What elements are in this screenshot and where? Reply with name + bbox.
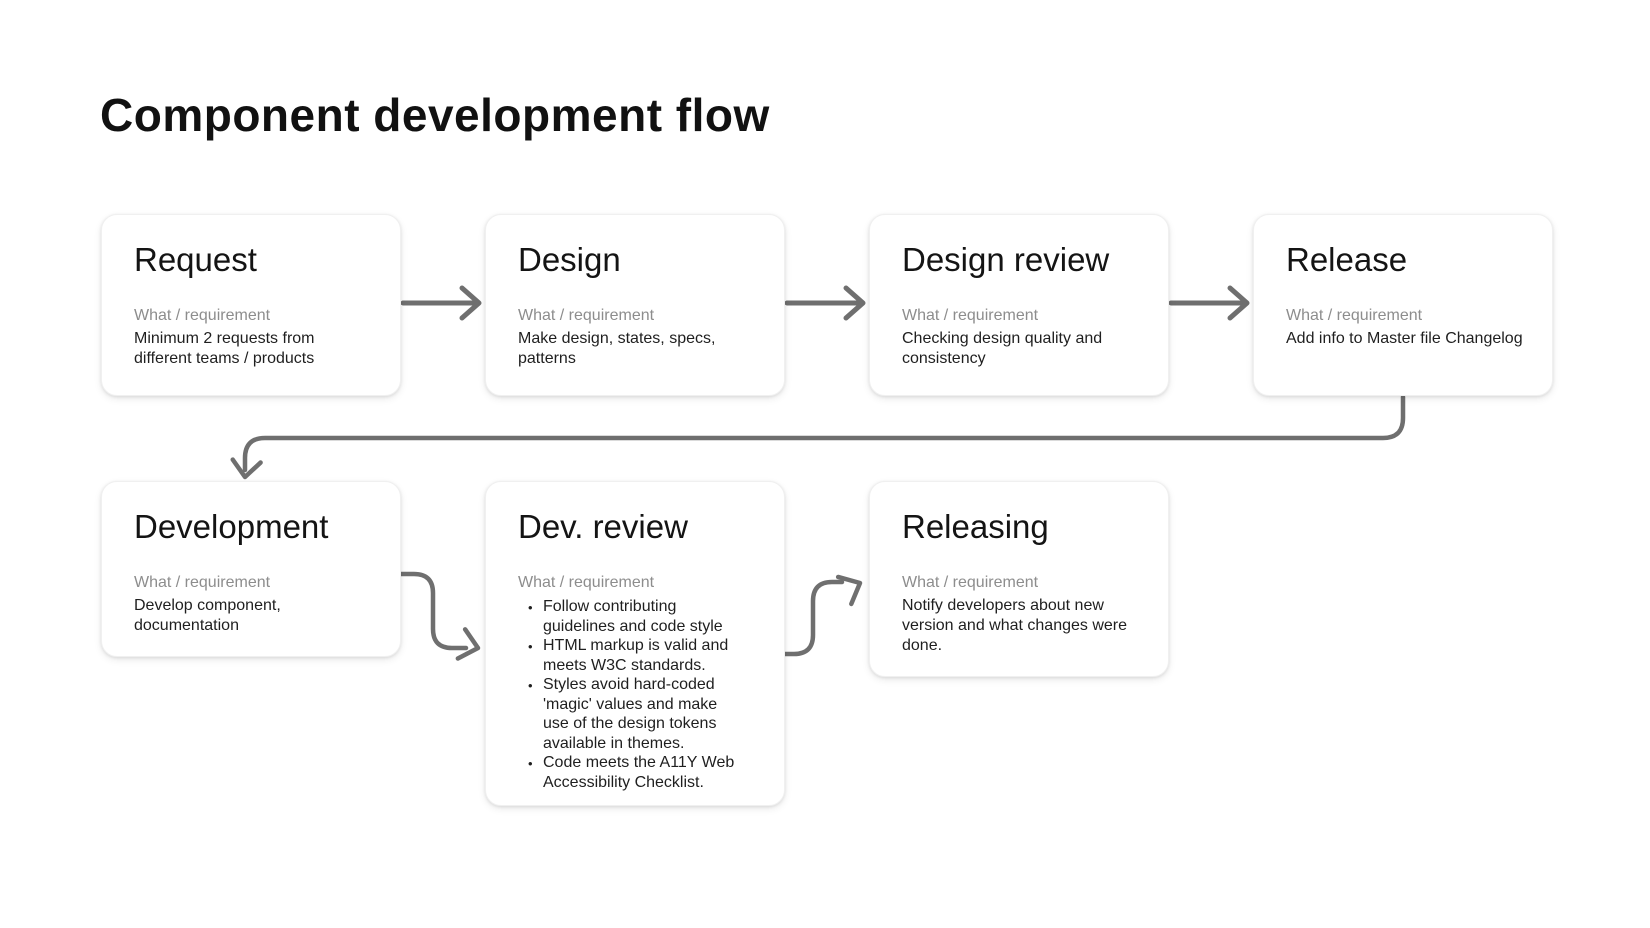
card-design: Design What / requirement Make design, s… [485, 214, 785, 396]
card-releasing: Releasing What / requirement Notify deve… [869, 481, 1169, 677]
card-bullet-list: Follow contributing guidelines and code … [518, 597, 756, 792]
card-body: Make design, states, specs, patterns [518, 330, 716, 367]
card-title: Release [1286, 241, 1408, 278]
card-label: What / requirement [134, 307, 271, 324]
card-label: What / requirement [134, 574, 271, 591]
arrow-release-to-development [230, 394, 1406, 480]
arrow-development-to-dev-review [398, 571, 481, 661]
card-title: Development [134, 508, 329, 545]
card-title: Releasing [902, 508, 1049, 545]
card-design-review: Design review What / requirement Checkin… [869, 214, 1169, 396]
card-dev-review: Dev. review What / requirement Follow co… [485, 481, 785, 806]
card-body: Checking design quality and consistency [902, 330, 1103, 367]
card-label: What / requirement [518, 307, 655, 324]
card-request: Request What / requirement Minimum 2 req… [101, 214, 401, 396]
card-body: Minimum 2 requests from different teams … [134, 330, 315, 367]
card-body: Notify developers about new version and … [902, 597, 1128, 654]
arrow-dev-review-to-releasing [782, 574, 863, 657]
card-body: Develop component, documentation [134, 597, 281, 634]
card-title: Design review [902, 241, 1110, 278]
page-title: Component development flow [100, 89, 770, 141]
arrow-design-to-design-review [784, 285, 866, 321]
card-body: Add info to Master file Changelog [1286, 330, 1523, 347]
card-label: What / requirement [518, 574, 655, 591]
arrow-design-review-to-release [1168, 285, 1250, 321]
card-title: Dev. review [518, 508, 688, 545]
card-label: What / requirement [1286, 307, 1423, 324]
card-label: What / requirement [902, 307, 1039, 324]
card-title: Design [518, 241, 621, 278]
bullet-item: Code meets the A11Y Web Accessibility Ch… [528, 753, 741, 792]
card-development: Development What / requirement Develop c… [101, 481, 401, 657]
card-label: What / requirement [902, 574, 1039, 591]
arrow-request-to-design [400, 285, 482, 321]
card-release: Release What / requirement Add info to M… [1253, 214, 1553, 396]
card-title: Request [134, 241, 257, 278]
bullet-item: Styles avoid hard-coded 'magic' values a… [528, 675, 741, 753]
bullet-item: HTML markup is valid and meets W3C stand… [528, 636, 741, 675]
bullet-item: Follow contributing guidelines and code … [528, 597, 741, 636]
